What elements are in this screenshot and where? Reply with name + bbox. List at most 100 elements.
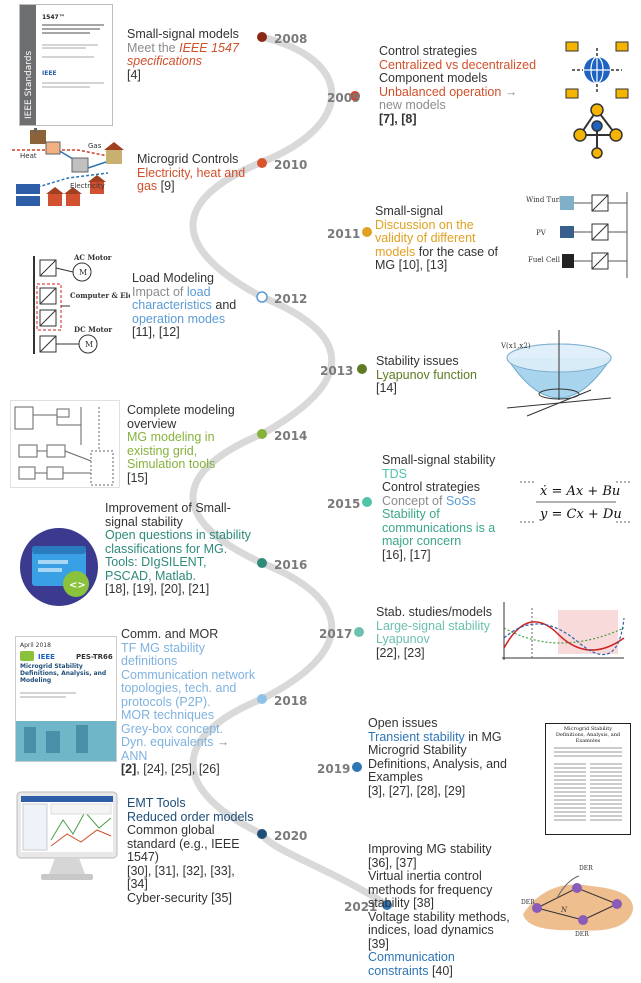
stability-plot-image <box>498 598 628 668</box>
multi-energy-diagram: Heat Gas Electricity <box>8 128 133 216</box>
entry-subtitle: Tools: DIgSILENT, PSCAD, Matlab. <box>105 555 207 583</box>
entry-2016: Improvement of Small-signal stability Op… <box>105 501 255 597</box>
node-2008 <box>257 32 267 42</box>
paper-title: Microgrid Stability Definitions, Analysi… <box>555 726 621 742</box>
entry-title: Small-signal <box>375 204 444 218</box>
ieee-logo: IEEE <box>42 70 57 77</box>
entry-ref: [11], [12] <box>132 325 180 339</box>
computer-label: Computer & Electronic Applications <box>70 291 130 300</box>
node-2018 <box>257 694 267 704</box>
paper-first-page-image: Microgrid Stability Definitions, Analysi… <box>545 723 631 835</box>
entry-title: Control strategies <box>379 44 477 58</box>
entry-title: Small-signal stability <box>382 453 496 467</box>
year-label: 2011 <box>327 227 361 241</box>
entry-ref: [16], [17] <box>382 547 431 562</box>
wind-label: Wind Turbine <box>526 196 574 204</box>
entry-ref: [4] <box>127 67 141 82</box>
der-label: DER <box>579 865 593 872</box>
entry-title: Voltage stability methods, indices, load… <box>368 909 510 951</box>
entry-title: Stab. studies/models <box>376 605 493 619</box>
entry-title: Complete modeling overview <box>127 403 235 431</box>
entry-subtitle: MOR techniques <box>121 708 215 722</box>
entry-subtitle: Large-signal stability Lyapunov <box>376 618 490 646</box>
der-label: DER <box>521 899 535 906</box>
entry-subtitle: Communication constraints [40] <box>368 950 455 978</box>
entry-title: Common global standard (e.g., IEEE 1547) <box>127 823 240 864</box>
entry-title: Virtual inertia control methods for freq… <box>368 869 493 910</box>
entry-subtitle: Centralized vs decentralized <box>379 57 537 72</box>
node-2013 <box>357 364 367 374</box>
gas-label: Gas <box>88 142 102 150</box>
v-function-label: V(x1,x2) <box>500 342 531 350</box>
entry-ref: [18], [19], [20], [21] <box>105 582 210 596</box>
year-label: 2017 <box>319 627 353 641</box>
entry-title: Improving MG stability <box>368 842 492 856</box>
entry-ref: [3], [27], [28], [29] <box>368 783 466 798</box>
entry-2013: Stability issues Lyapunov function [14] <box>376 354 486 396</box>
node-2016 <box>257 558 267 568</box>
node-2011 <box>362 227 372 237</box>
entry-subtitle: Communication network topologies, tech. … <box>121 667 256 709</box>
entry-ref: [15] <box>127 470 148 485</box>
entry-subtitle: TDS <box>382 466 407 481</box>
entry-ref: [9] <box>160 179 175 193</box>
output-equation: y = Cx + Du <box>539 507 622 522</box>
circuit-schematic-image <box>10 400 120 488</box>
year-label: 2014 <box>274 429 308 443</box>
entry-subtitle: MG modeling in existing grid, Simulation… <box>127 430 216 471</box>
report-brand: IEEE <box>38 653 55 661</box>
year-label: 2013 <box>320 364 354 378</box>
entry-2019: Open issues Transient stability in MG Mi… <box>368 716 518 798</box>
entry-subtitle: Discussion on the validity of different … <box>375 217 476 259</box>
entry-subtitle: Electricity, heat and gas <box>137 165 246 193</box>
year-label: 2020 <box>274 829 308 843</box>
entry-2011: Small-signal Discussion on the validity … <box>375 204 515 273</box>
fuel-label: Fuel Cell <box>528 256 561 264</box>
entry-2015: Small-signal stability TDS Control strat… <box>382 453 510 562</box>
entry-2020: EMT Tools Reduced order models Common gl… <box>127 796 257 905</box>
entry-subtitle: Meet the IEEE 1547 specifications <box>127 40 239 68</box>
entry-ref: [2], [24], [25], [26] <box>121 762 220 776</box>
entry-ref: [36], [37] <box>368 855 417 870</box>
node-2014 <box>257 429 267 439</box>
entry-2014: Complete modeling overview MG modeling i… <box>127 403 255 485</box>
year-label: 2010 <box>274 158 308 172</box>
entry-2009: Control strategies Centralized vs decent… <box>379 44 557 126</box>
year-label: 2009 <box>327 91 361 105</box>
entry-ref: [14] <box>376 381 397 395</box>
svg-text:M: M <box>79 268 87 277</box>
entry-ref: [7], [8] <box>379 111 417 126</box>
entry-title: Small-signal models <box>127 27 239 41</box>
network-globe-icon <box>562 40 632 160</box>
entry-subtitle: Open questions in stability classificati… <box>105 528 251 556</box>
node-2021 <box>382 900 392 910</box>
entry-subtitle: Impact of load characteristics and opera… <box>132 284 237 326</box>
node-2017 <box>354 627 364 637</box>
entry-subtitle: Lyapunov function <box>376 367 478 382</box>
entry-subtitle: TF MG stability definitions <box>121 640 206 668</box>
entry-2021: Improving MG stability [36], [37] Virtua… <box>368 842 518 978</box>
entry-2010: Microgrid Controls Electricity, heat and… <box>137 152 259 194</box>
report-title: Microgrid Stability Definitions, Analysi… <box>20 663 107 684</box>
report-month: April 2018 <box>20 642 51 649</box>
entry-ref: for the case of MG [10], [13] <box>375 244 498 272</box>
node-2009 <box>350 91 360 101</box>
report-code: PES-TR66 <box>76 653 113 661</box>
entry-subtitle: Dyn. equivalents → <box>121 735 230 749</box>
entry-title: Control strategies <box>382 480 480 494</box>
year-label: 2016 <box>274 558 308 572</box>
state-space-image: ẋ = Ax + Bu y = Cx + Du <box>518 478 634 526</box>
entry-subtitle: ANN <box>121 748 148 763</box>
year-label: 2021 <box>344 900 378 914</box>
der-label: DER <box>575 931 589 938</box>
node-2020 <box>257 829 267 839</box>
entry-subtitle: Stability of communications is a major c… <box>382 507 496 548</box>
year-label: 2015 <box>327 497 361 511</box>
pes-tr66-report-cover: April 2018 PES-TR66 IEEE Microgrid Stabi… <box>15 636 117 762</box>
lyapunov-bowl-image: V(x1,x2) <box>497 328 619 420</box>
entry-ref: [30], [31], [32], [33], [34] <box>127 863 235 891</box>
entry-title: Component models <box>379 71 488 85</box>
entry-subtitle: Reduced order models <box>127 809 254 824</box>
entry-title: Improvement of Small-signal stability <box>105 501 231 529</box>
entry-title: Microgrid Controls <box>137 152 239 166</box>
